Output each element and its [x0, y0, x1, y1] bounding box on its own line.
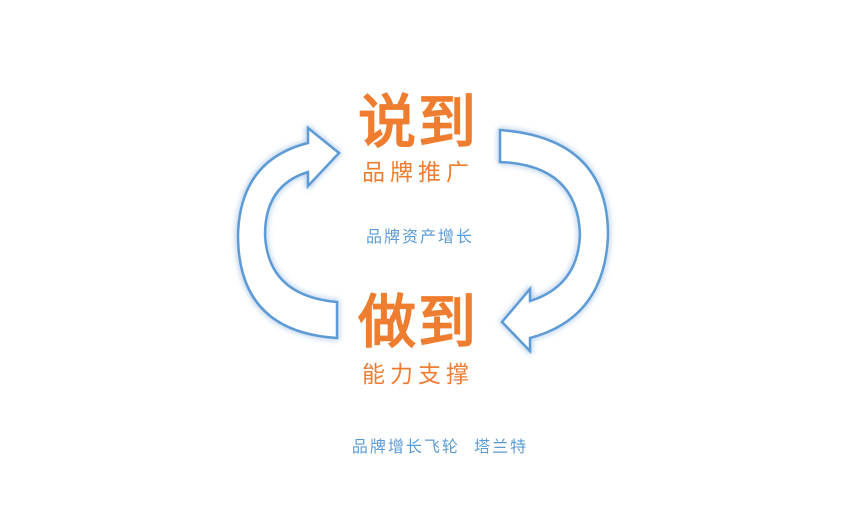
- left-cycle-arrow-icon: [236, 125, 341, 340]
- top-subtitle: 品牌推广: [362, 160, 474, 186]
- center-label: 品牌资产增长: [365, 227, 474, 246]
- caption-text: 品牌增长飞轮: [351, 437, 460, 456]
- bottom-subtitle: 能力支撑: [362, 362, 474, 388]
- bottom-title: 做到: [358, 288, 479, 356]
- top-title: 说到: [358, 88, 479, 156]
- caption-brand: 塔兰特: [474, 437, 529, 456]
- right-cycle-arrow-icon: [498, 128, 610, 355]
- caption: 品牌增长飞轮 塔兰特: [340, 438, 540, 456]
